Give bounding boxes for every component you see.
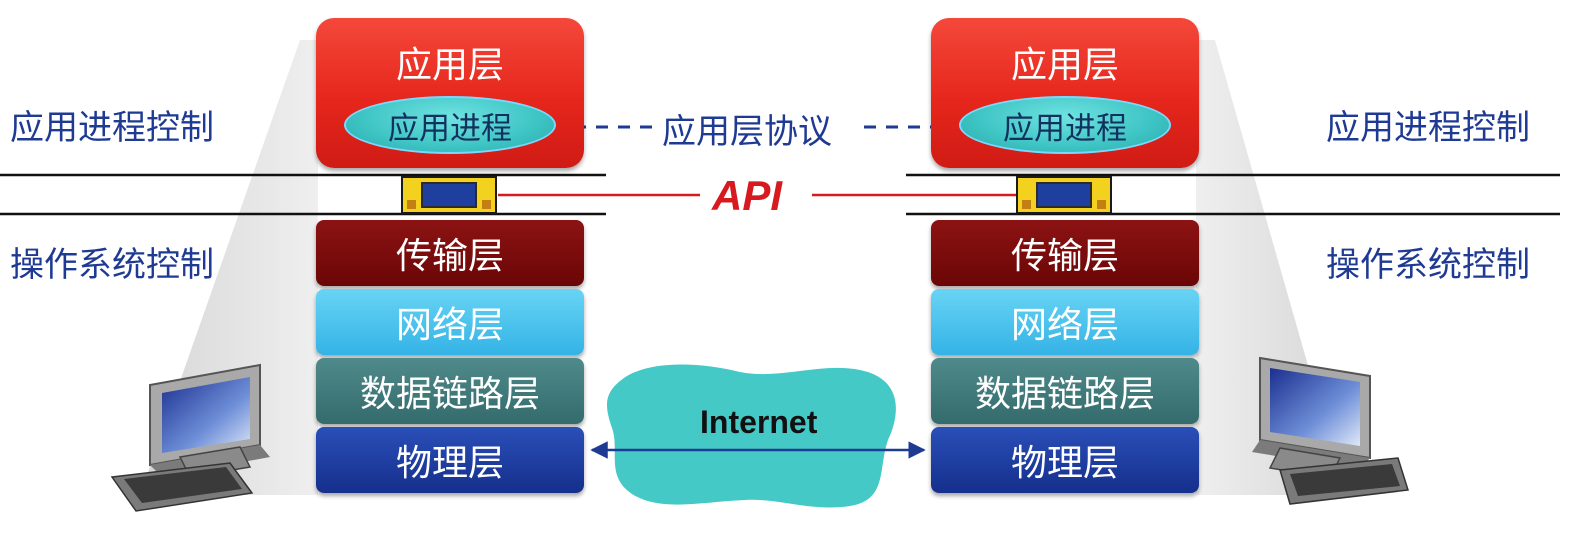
desktop-computer-icon (110, 363, 270, 512)
left-api-socket-icon (401, 176, 497, 214)
application-protocol-label: 应用层协议 (662, 112, 832, 152)
right-api-socket-icon (1016, 176, 1112, 214)
right-datalink-layer: 数据链路层 (931, 358, 1199, 424)
left-app-control-label: 应用进程控制 (10, 108, 214, 148)
left-datalink-layer: 数据链路层 (316, 358, 584, 424)
left-os-control-label: 操作系统控制 (10, 245, 214, 285)
api-label: API (712, 172, 783, 219)
right-application-process-label: 应用进程 (1003, 110, 1127, 147)
right-network-layer: 网络层 (931, 289, 1199, 355)
left-application-layer-label: 应用层 (395, 45, 504, 86)
right-os-control-label: 操作系统控制 (1326, 245, 1530, 285)
right-transport-layer: 传输层 (931, 220, 1199, 286)
right-physical-layer: 物理层 (931, 427, 1199, 493)
right-application-layer-label: 应用层 (1010, 45, 1119, 86)
right-app-control-label: 应用进程控制 (1326, 108, 1530, 148)
internet-label: Internet (700, 404, 818, 440)
internet-cloud (607, 364, 896, 508)
left-network-layer: 网络层 (316, 289, 584, 355)
right-application-layer: 应用层 应用进程 (931, 18, 1199, 168)
left-application-process: 应用进程 (344, 96, 556, 154)
left-transport-layer: 传输层 (316, 220, 584, 286)
left-physical-layer: 物理层 (316, 427, 584, 493)
left-application-process-label: 应用进程 (388, 110, 512, 147)
desktop-computer-icon (1252, 356, 1409, 505)
left-application-layer: 应用层 应用进程 (316, 18, 584, 168)
right-application-process: 应用进程 (959, 96, 1171, 154)
